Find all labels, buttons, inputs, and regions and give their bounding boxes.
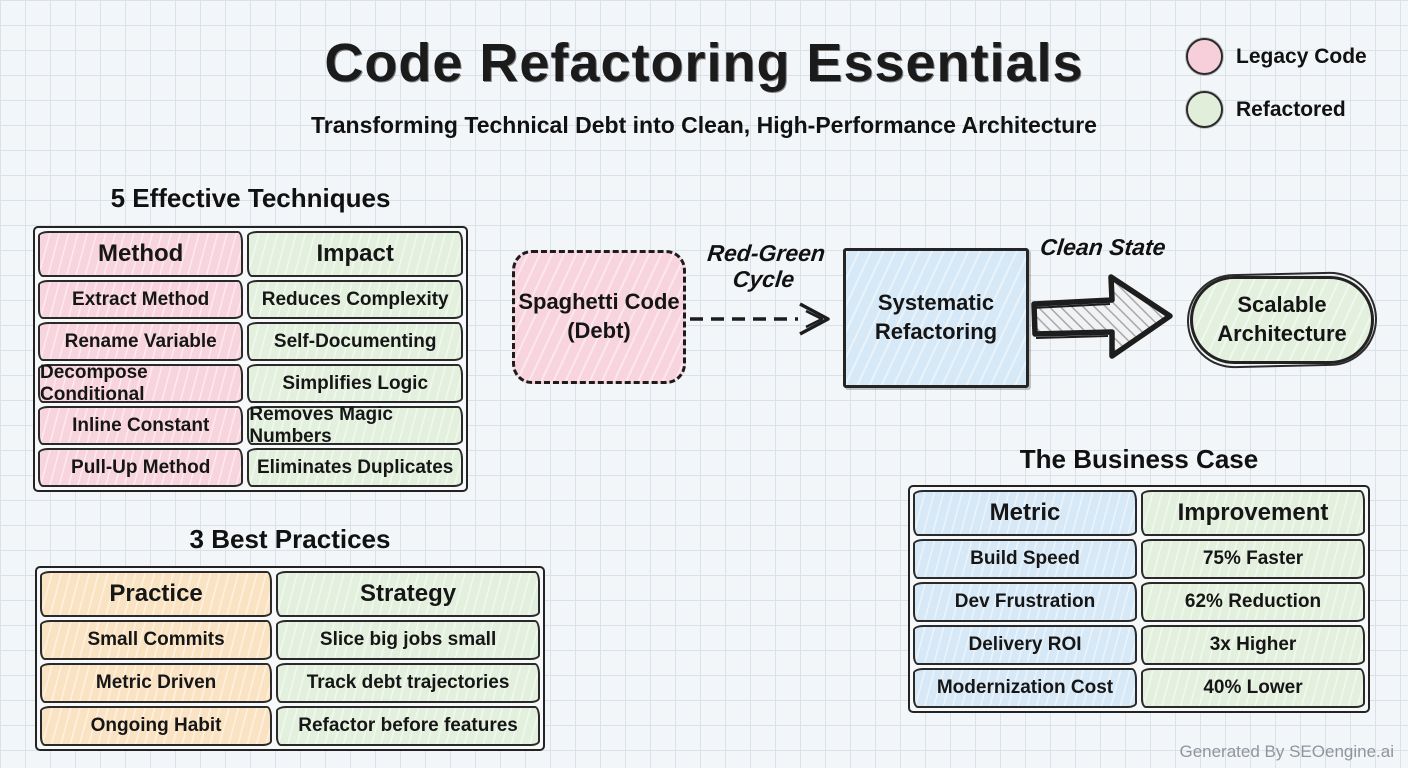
flow-box-label: Systematic [877,290,995,316]
table-cell: 62% Reduction [1141,582,1365,622]
flow-box-label: (Debt) [567,318,631,343]
table-cell: Modernization Cost [913,668,1137,708]
section-heading-business: The Business Case [1019,444,1259,474]
table-cell: Removes Magic Numbers [247,404,463,447]
column-header: Impact [247,231,463,277]
table-cell: Refactor before features [276,706,540,746]
scalable-architecture-box: Scalable Architecture [1190,276,1374,364]
flow-box-label: Refactoring [874,319,998,344]
table-cell: Simplifies Logic [247,364,463,403]
legacy-code-swatch-icon [1186,38,1223,75]
table-cell: Reduces Complexity [247,280,463,319]
block-arrow-icon [1031,274,1173,359]
table-cell: Build Speed [913,539,1137,579]
practices-table: Practice Strategy Small Commits Slice bi… [35,566,545,751]
legend-item-legacy: Legacy Code [1186,38,1367,75]
legend: Legacy Code Refactored [1186,38,1367,144]
table-cell: Extract Method [38,280,244,319]
flow-box-label: Spaghetti Code [518,289,680,315]
legend-label: Legacy Code [1236,44,1367,68]
page-subtitle: Transforming Technical Debt into Clean, … [311,112,1097,138]
table-cell: Ongoing Habit [40,706,273,746]
section-heading-practices: 3 Best Practices [189,524,391,554]
table-cell: Metric Driven [40,663,273,703]
table-cell: 75% Faster [1141,539,1365,579]
table-cell: 3x Higher [1141,625,1365,665]
business-table: Metric Improvement Build Speed 75% Faste… [908,485,1370,713]
techniques-table: Method Impact Extract Method Reduces Com… [33,226,468,492]
clean-state-label: Clean State [1039,234,1168,260]
table-cell: Dev Frustration [913,582,1137,622]
table-cell: Delivery ROI [913,625,1137,665]
red-green-cycle-label: Red-Green Cycle [706,240,827,293]
legend-label: Refactored [1236,97,1346,121]
refactored-swatch-icon [1186,91,1223,128]
dashed-arrow-icon [690,302,830,336]
column-header: Practice [40,571,273,617]
flow-box-label: Scalable [1237,292,1327,318]
section-heading-techniques: 5 Effective Techniques [110,183,391,213]
table-cell: Inline Constant [38,406,244,445]
table-cell: Decompose Conditional [38,362,244,405]
table-cell: Pull-Up Method [38,448,244,487]
column-header: Strategy [276,571,540,617]
table-cell: Small Commits [40,620,273,660]
column-header: Metric [913,490,1137,536]
page-title: Code Refactoring Essentials [324,33,1084,93]
systematic-refactoring-box: Systematic Refactoring [843,248,1029,388]
table-cell: Self-Documenting [247,322,463,361]
column-header: Method [38,231,244,277]
footer-credit: Generated By SEOengine.ai [1179,742,1394,761]
flow-box-label: Architecture [1217,321,1347,346]
table-cell: Track debt trajectories [276,663,540,703]
table-cell: Rename Variable [38,322,244,361]
legend-item-refactored: Refactored [1186,91,1367,128]
table-cell: Slice big jobs small [276,620,540,660]
table-cell: Eliminates Duplicates [247,448,463,487]
column-header: Improvement [1141,490,1365,536]
spaghetti-code-box: Spaghetti Code (Debt) [512,250,686,384]
table-cell: 40% Lower [1141,668,1365,708]
